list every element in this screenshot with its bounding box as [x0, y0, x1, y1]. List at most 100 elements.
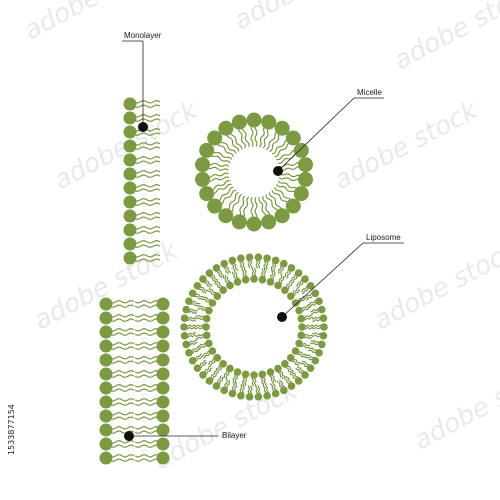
lipid-head: [123, 251, 137, 265]
lipid-head: [295, 306, 303, 315]
lipid-tail: [134, 454, 160, 458]
lipid-head: [219, 286, 227, 295]
lipid-tail: [307, 349, 318, 354]
lipid-tail: [134, 342, 160, 346]
lipid-tail: [206, 172, 229, 178]
lipid-head: [315, 297, 323, 306]
lipid-tail: [311, 316, 322, 320]
lipid-head: [226, 281, 234, 290]
lipid-head: [237, 391, 245, 400]
lipid-tail: [249, 258, 253, 269]
lipid-head: [99, 409, 113, 423]
lipid-head: [99, 325, 113, 339]
lipid-head: [318, 340, 326, 349]
lipid-tail: [186, 318, 197, 322]
lipid-tail: [133, 188, 161, 192]
lipid-tail: [312, 318, 322, 322]
lipid-tail: [241, 268, 246, 279]
lipid-tail: [133, 198, 161, 202]
lipid-head: [280, 259, 288, 268]
lipid-tail: [186, 334, 197, 338]
lipid-head: [156, 395, 170, 409]
lipid-head: [291, 347, 300, 355]
lipid-head: [233, 278, 242, 286]
liposome-pointer-dot: [277, 312, 287, 322]
lipid-tail: [301, 360, 311, 366]
lipid-tail: [133, 104, 161, 108]
lipid-tail: [254, 267, 257, 278]
lipid-tail: [222, 276, 229, 285]
lipid-tail: [211, 183, 232, 195]
lipid-tail: [134, 444, 160, 448]
lipid-head: [281, 286, 289, 295]
lipid-head: [287, 264, 296, 272]
lipid-tail: [193, 295, 203, 300]
lipid-tail: [308, 347, 318, 352]
lipid-tail: [269, 270, 274, 280]
lipid-head: [202, 314, 211, 323]
lipid-tail: [109, 318, 135, 322]
lipid-tail: [254, 197, 258, 220]
lipid-head: [180, 323, 188, 331]
lipid-tail: [225, 370, 231, 380]
lipid-tail: [209, 180, 231, 191]
lipid-head: [199, 275, 207, 283]
lipid-tail: [258, 196, 267, 219]
lipid-head: [212, 264, 221, 272]
lipid-tail: [229, 194, 243, 214]
lipid-tail: [277, 274, 283, 284]
lipid-head: [99, 451, 113, 465]
lipid-tail: [216, 365, 223, 374]
lipid-tail: [260, 376, 265, 386]
lipid-tail: [297, 297, 307, 304]
lipid-tail: [211, 150, 233, 160]
lipid-head: [286, 354, 295, 362]
lipid-head: [185, 348, 193, 357]
lipid-tail: [279, 379, 285, 388]
lipid-tail: [302, 336, 313, 340]
lipid-head: [156, 311, 170, 325]
monolayer-pointer-dot: [138, 122, 148, 132]
lipid-tail: [109, 444, 135, 448]
lipid-head: [250, 275, 258, 283]
lipid-head: [195, 157, 211, 173]
lipid-tail: [311, 332, 322, 336]
watermark-text: adobe stock: [389, 0, 500, 76]
lipid-tail: [209, 359, 217, 367]
lipid-tail: [241, 259, 246, 270]
lipid-head: [212, 382, 221, 390]
lipid-tail: [193, 353, 203, 360]
lipid-head: [99, 381, 113, 395]
lipid-head: [241, 370, 250, 379]
lipid-tail: [109, 370, 135, 374]
lipid-head: [156, 353, 170, 367]
lipid-head: [263, 391, 271, 400]
lipid-tail: [190, 300, 201, 305]
lipid-head: [293, 186, 309, 202]
lipid-tail: [219, 189, 237, 206]
lipid-head: [123, 181, 137, 195]
micelle-structure: [195, 112, 313, 232]
lipid-tail: [109, 328, 135, 332]
lipid-tail: [134, 426, 160, 430]
lipid-head: [99, 311, 113, 325]
lipid-tail: [296, 295, 305, 302]
lipid-head: [99, 395, 113, 409]
lipid-tail: [290, 273, 297, 282]
lipid-head: [298, 323, 306, 331]
lipid-tail: [198, 359, 206, 367]
lipid-tail: [133, 114, 161, 118]
lipid-tail: [134, 318, 160, 322]
lipid-tail: [185, 324, 196, 327]
bilayer-callout: Bilayer: [124, 431, 247, 441]
lipid-tail: [133, 240, 161, 244]
lipid-head: [318, 305, 326, 314]
lipid-head: [156, 367, 170, 381]
lipid-tail: [300, 304, 310, 310]
micelle-leader-line: [277, 97, 355, 172]
lipid-head: [319, 314, 328, 323]
lipid-head: [266, 278, 275, 286]
lipid-tail: [133, 100, 161, 104]
lipid-head: [274, 364, 282, 373]
liposome-leader-line: [281, 242, 364, 318]
